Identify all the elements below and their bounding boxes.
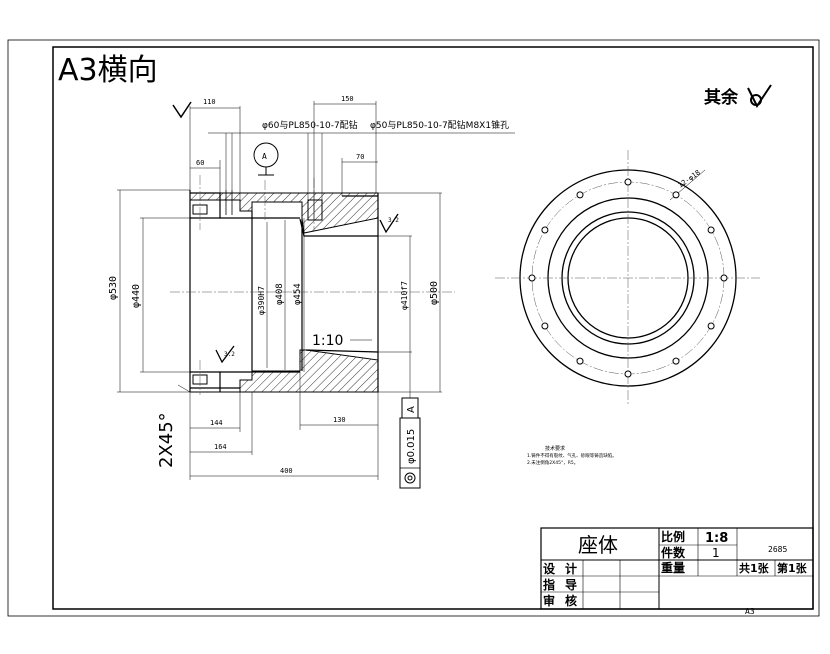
roughness-note: 其余 — [704, 87, 739, 108]
roughness-symbol-icon — [172, 101, 399, 364]
datum-letter: A — [406, 406, 417, 413]
part-section-view: φ530 φ440 φ390H7 φ408 φ454 φ410f7 φ500 1… — [108, 95, 515, 489]
dim-total-length: 400 — [280, 467, 293, 475]
outer-border — [7, 39, 820, 617]
inner-frame — [52, 46, 814, 610]
bolt-hole — [720, 274, 728, 282]
chamfer-note: 2X45° — [156, 412, 177, 468]
bolt-hole — [541, 322, 549, 330]
tech-req-item-2: 2.未注倒角2X45°，R5。 — [527, 459, 578, 466]
sheet-number: 第1张 — [777, 561, 808, 575]
taper-ratio: 1:10 — [312, 333, 343, 349]
part-end-view: 12-φ18 — [495, 150, 760, 405]
dim-150: 150 — [341, 95, 354, 103]
scale-label: 比例 — [661, 529, 685, 544]
lower-wall-section — [190, 349, 379, 393]
designed-label: 设计 — [543, 561, 587, 576]
note-left-drill: φ60与PL850-10-7配钻 — [262, 119, 358, 131]
weight-label: 重量 — [661, 560, 685, 575]
drawing-number: 2685 — [768, 545, 787, 554]
roughness-3-2-a: 3.2 — [388, 217, 399, 224]
dim-130: 130 — [333, 416, 346, 424]
bolt-hole — [672, 191, 680, 199]
dim-dia-440: φ440 — [131, 284, 142, 308]
tech-req-title: 技术要求 — [545, 445, 565, 452]
sheet-format-title: A3横向 — [58, 53, 158, 88]
bolt-hole — [541, 226, 549, 234]
dim-dia-408: φ408 — [275, 283, 285, 305]
bolt-hole — [528, 274, 536, 282]
dim-164: 164 — [214, 443, 227, 451]
scale-value: 1:8 — [705, 531, 728, 546]
dim-144: 144 — [210, 419, 223, 427]
bolt-hole — [576, 357, 584, 365]
holes-callout: 12-φ18 — [677, 169, 702, 190]
bolt-hole-pattern — [528, 178, 728, 378]
bolt-hole — [707, 322, 715, 330]
dim-60: 60 — [196, 159, 204, 167]
title-block: 座体 比例 1:8 件数 1 重量 2685 共1张 第1张 设计 指导 审核 — [540, 527, 814, 610]
datum-target-icon: A — [253, 142, 279, 176]
part-name: 座体 — [578, 533, 618, 557]
reviewed-label: 审核 — [543, 593, 587, 608]
dim-dia-410: φ410f7 — [400, 281, 409, 310]
bolt-hole — [672, 357, 680, 365]
dim-dia-390: φ390H7 — [257, 286, 266, 315]
dim-dia-454: φ454 — [293, 283, 303, 305]
bolt-hole — [576, 191, 584, 199]
roughness-3-2-b: 3.2 — [224, 351, 235, 358]
bolt-hole — [707, 226, 715, 234]
dim-dia-500: φ500 — [429, 281, 440, 305]
roughness-symbol-icon — [747, 84, 772, 108]
guided-label: 指导 — [543, 577, 587, 592]
concentricity-icon — [404, 472, 416, 484]
dim-70: 70 — [356, 153, 364, 161]
qty-value: 1 — [712, 546, 720, 560]
tech-req-item-1: 1.铸件不得有裂纹、气孔、砂眼等铸造缺陷。 — [527, 452, 617, 459]
sheet-size-code: A3 — [745, 607, 755, 616]
technical-requirements: 技术要求 1.铸件不得有裂纹、气孔、砂眼等铸造缺陷。 2.未注倒角2X45°，R… — [527, 445, 617, 466]
dim-dia-530: φ530 — [108, 276, 119, 300]
tolerance-frame — [399, 417, 421, 489]
qty-label: 件数 — [661, 545, 686, 560]
bolt-hole — [624, 370, 632, 378]
tolerance-value: φ0.015 — [406, 429, 417, 464]
svg-text:A: A — [262, 152, 267, 161]
sheets-total: 共1张 — [739, 561, 770, 575]
bolt-hole — [624, 178, 632, 186]
dim-110: 110 — [203, 98, 216, 106]
note-right-drill: φ50与PL850-10-7配钻M8X1锥孔 — [370, 119, 509, 131]
